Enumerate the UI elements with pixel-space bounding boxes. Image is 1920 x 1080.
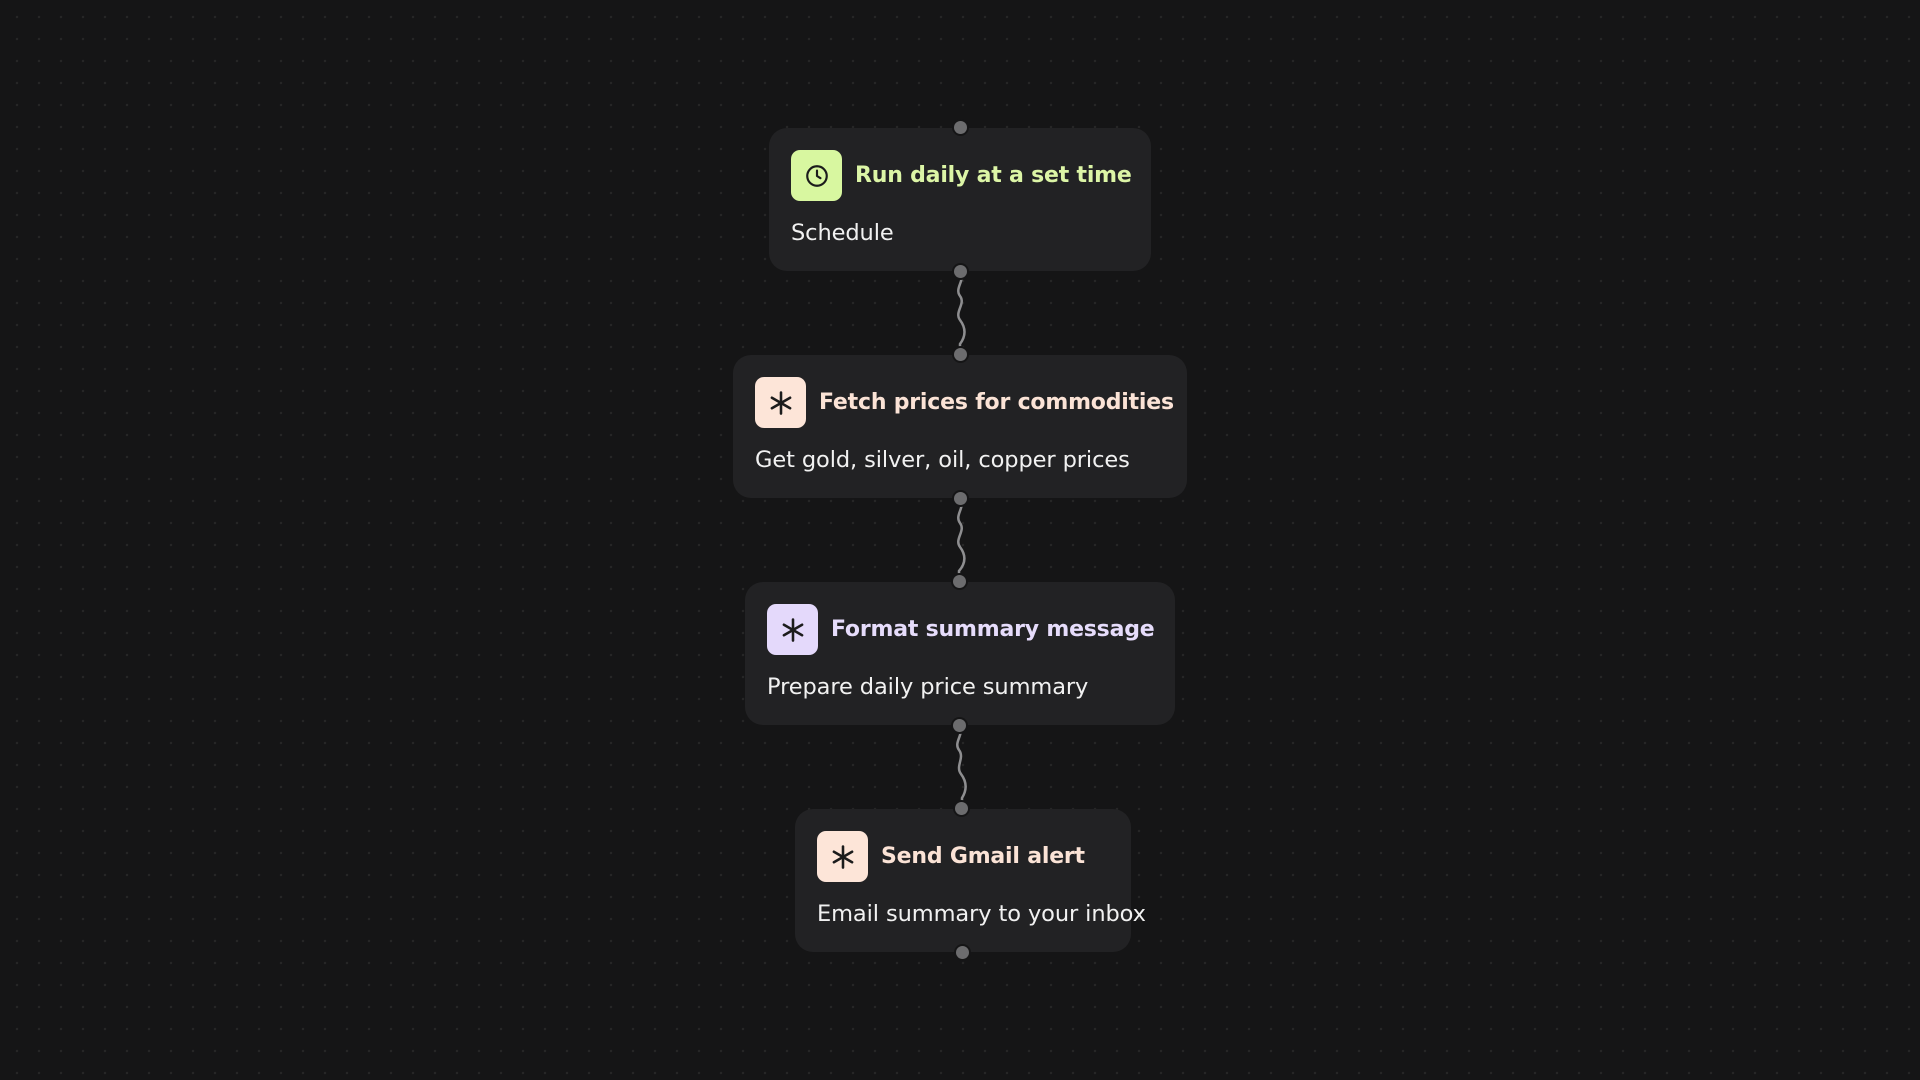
node-icon-container (755, 377, 806, 428)
node-output-port[interactable] (953, 719, 966, 732)
node-description: Get gold, silver, oil, copper prices (755, 447, 1130, 473)
node-output-port[interactable] (954, 492, 967, 505)
node-format-summary[interactable]: Format summary message Prepare daily pri… (745, 582, 1175, 725)
node-description: Email summary to your inbox (817, 901, 1146, 927)
asterisk-icon (770, 390, 791, 415)
node-input-port[interactable] (955, 802, 968, 815)
node-output-port[interactable] (954, 265, 967, 278)
node-schedule-trigger[interactable]: Run daily at a set time Schedule (769, 128, 1151, 271)
node-title: Format summary message (831, 617, 1155, 642)
node-fetch-prices[interactable]: Fetch prices for commodities Get gold, s… (733, 355, 1187, 498)
node-title: Run daily at a set time (855, 163, 1132, 188)
node-input-port[interactable] (954, 121, 967, 134)
edge-fetch-to-format[interactable] (957, 497, 966, 583)
edge-schedule-to-fetch[interactable] (957, 270, 966, 356)
edge-format-to-gmail[interactable] (956, 724, 967, 810)
node-input-port[interactable] (953, 575, 966, 588)
node-output-port[interactable] (956, 946, 969, 959)
node-title: Fetch prices for commodities (819, 390, 1174, 415)
clock-icon (805, 164, 828, 187)
node-icon-container (817, 831, 868, 882)
node-icon-container (767, 604, 818, 655)
node-description: Schedule (791, 220, 894, 246)
node-title: Send Gmail alert (881, 844, 1085, 869)
asterisk-icon (782, 617, 803, 642)
node-send-gmail[interactable]: Send Gmail alert Email summary to your i… (795, 809, 1146, 952)
asterisk-icon (832, 844, 853, 869)
node-description: Prepare daily price summary (767, 674, 1089, 700)
node-icon-container (791, 150, 842, 201)
node-input-port[interactable] (954, 348, 967, 361)
